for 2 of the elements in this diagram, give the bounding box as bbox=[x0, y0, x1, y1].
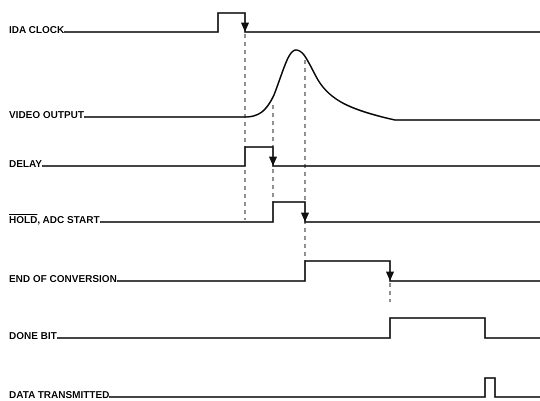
signal-label: DATA TRANSMITTED bbox=[9, 390, 110, 401]
signal-label: HOLD, ADC START bbox=[9, 215, 100, 227]
